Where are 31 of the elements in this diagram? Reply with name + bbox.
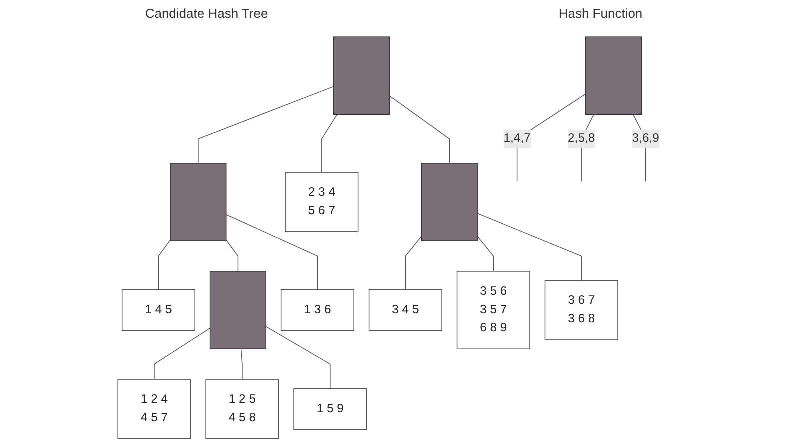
node-box: 3 5 6 3 5 7 6 8 9: [456, 271, 530, 350]
node-box: 1 5 9: [293, 388, 367, 430]
connector: [476, 236, 494, 272]
node-box: 1 2 4 4 5 7: [117, 379, 191, 440]
connector: [388, 96, 450, 164]
connector: [266, 326, 331, 390]
node-box: 3 4 5: [368, 289, 442, 332]
node-box: [333, 36, 390, 116]
connector: [154, 328, 210, 380]
heading-label: Candidate Hash Tree: [145, 6, 268, 23]
edge-label: 2,5,8: [568, 132, 595, 146]
node-box: 1 2 5 4 5 8: [205, 379, 279, 440]
connector: [405, 236, 422, 290]
connector: [226, 214, 318, 290]
node-box: 3 6 7 3 6 8: [544, 280, 618, 340]
connector: [158, 240, 171, 290]
connector: [476, 213, 582, 281]
node-box: [210, 271, 266, 350]
connector: [226, 240, 238, 272]
edge-label: 3,6,9: [632, 132, 660, 146]
node-box: [585, 36, 642, 116]
heading-label: Hash Function: [558, 6, 643, 23]
node-box: 1 3 6: [280, 289, 354, 332]
node-box: 2 3 4 5 6 7: [284, 172, 358, 232]
node-box: [170, 163, 226, 242]
connector: [198, 86, 334, 164]
node-box: 1 4 5: [122, 289, 196, 332]
connector: [240, 348, 243, 380]
edge-label: 1,4,7: [504, 132, 531, 146]
node-box: [421, 163, 478, 242]
connector: [321, 114, 338, 173]
